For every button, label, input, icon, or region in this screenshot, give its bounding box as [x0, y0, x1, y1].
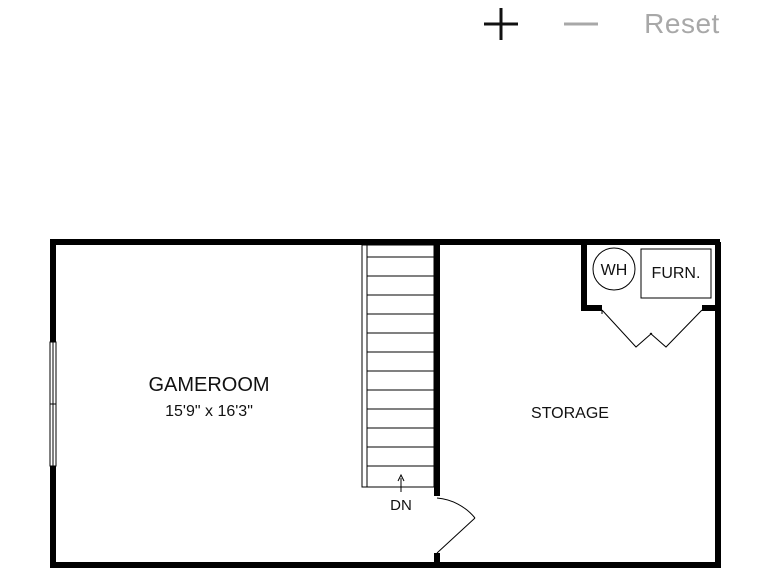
gameroom-dimensions: 15'9" x 16'3"	[165, 403, 253, 420]
reset-button[interactable]: Reset	[636, 4, 728, 44]
furnace	[640, 248, 712, 299]
staircase	[361, 244, 435, 488]
minus-icon	[564, 22, 598, 26]
exterior-walls	[50, 239, 721, 568]
plus-icon	[484, 8, 518, 40]
zoom-in-button[interactable]	[480, 4, 522, 44]
furnace-label: FURN.	[652, 265, 701, 282]
mechanical-closet-walls	[581, 242, 720, 311]
gameroom-label: GAMEROOM	[148, 374, 269, 396]
storage-label: STORAGE	[531, 405, 609, 422]
zoom-toolbar: Reset	[0, 0, 768, 50]
water-heater	[592, 247, 636, 291]
closet-double-door	[601, 309, 703, 348]
door-swing	[436, 497, 476, 554]
reset-label: Reset	[644, 8, 720, 39]
water-heater-label: WH	[601, 262, 628, 279]
zoom-out-button[interactable]	[560, 4, 602, 44]
window-left-wall	[49, 341, 57, 467]
stairs-down-label: DN	[390, 497, 412, 514]
stairs-arrow	[397, 473, 405, 492]
